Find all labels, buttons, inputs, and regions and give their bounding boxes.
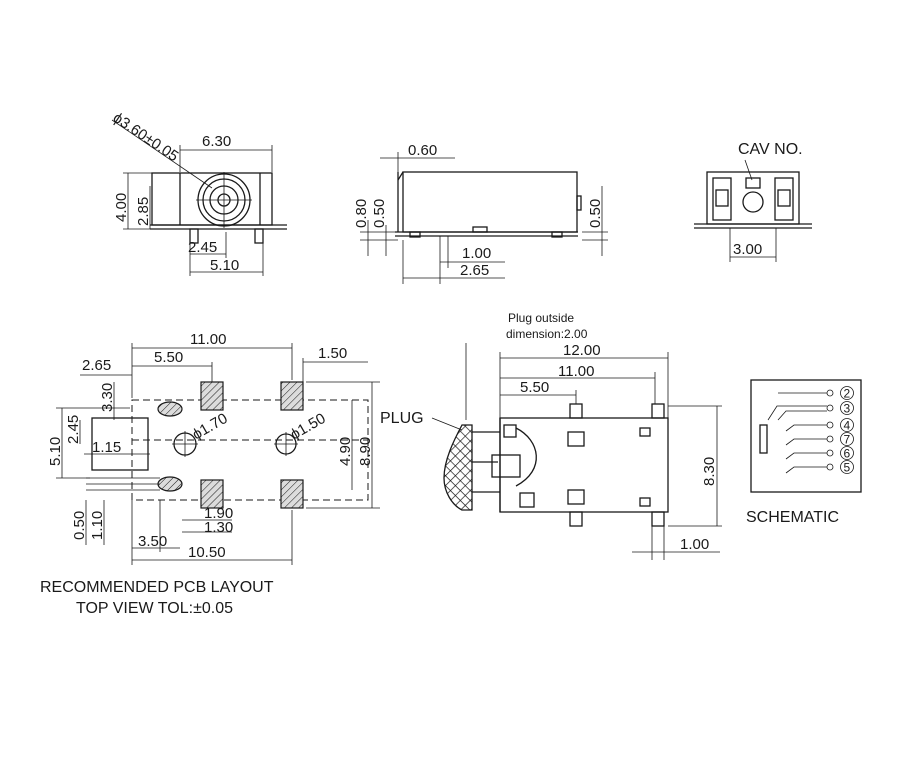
schematic: 2 3 4 7 6 5 SCHEMATIC [746, 379, 862, 526]
dim-1-10: 1.10 [89, 511, 106, 540]
dim-4-00: 4.00 [113, 193, 130, 222]
pcb-pad [280, 479, 304, 509]
dim-1-90: 1.90 [204, 505, 233, 522]
dim-11-00: 11.00 [558, 363, 594, 380]
plug-label: PLUG [380, 410, 424, 427]
plug-note-line1: Plug outside [508, 311, 574, 325]
pin-5: 5 [844, 461, 851, 475]
schematic-pins: 2 3 4 7 6 5 [826, 386, 854, 475]
dim-2-45: 2.45 [188, 239, 217, 256]
dim-0-80: 0.80 [353, 199, 370, 228]
jack-back-body [706, 171, 800, 225]
schematic-frame [750, 379, 862, 493]
dim-4-90: 4.90 [337, 437, 354, 466]
plug-note-line2: dimension:2.00 [506, 327, 588, 341]
dim-3-00: 3.00 [733, 241, 762, 258]
dim-1-00: 1.00 [462, 245, 491, 262]
top-right-view: CAV NO. 3.00 [694, 141, 812, 262]
dim-3-50: 3.50 [138, 533, 167, 550]
top-middle-view: 0.60 0.80 0.50 0.50 1.00 2.65 [353, 142, 608, 284]
jack-side-body [402, 171, 578, 233]
plug-body [443, 424, 473, 511]
dim-8-90: 8.90 [357, 437, 374, 466]
dim-1-50: 1.50 [318, 345, 347, 362]
pcb-pad [200, 381, 224, 411]
dim-1-15: 1.15 [92, 439, 121, 456]
dim-1-00: 1.00 [680, 536, 709, 553]
dim-0-50-right: 0.50 [587, 199, 604, 228]
dim-2-65: 2.65 [460, 262, 489, 279]
pin-6: 6 [844, 447, 851, 461]
dim-12-00: 12.00 [563, 342, 601, 359]
pin-4: 4 [844, 419, 851, 433]
contact-window [567, 431, 585, 447]
hole-note-1-70: ϕ1.70 [190, 410, 231, 444]
diameter-note: ϕ3.60±0.05 [110, 109, 182, 165]
dim-1-30: 1.30 [204, 519, 233, 536]
dim-5-50: 5.50 [154, 349, 183, 366]
pcb-caption-line1: RECOMMENDED PCB LAYOUT [40, 579, 274, 596]
pin-2: 2 [844, 387, 851, 401]
pcb-slot [157, 401, 183, 417]
hole-note-1-50: ϕ1.50 [288, 410, 329, 444]
schematic-title: SCHEMATIC [746, 509, 839, 526]
top-left-view: 6.30 ϕ3.60±0.05 4.00 2.85 2.45 5.10 [110, 109, 287, 276]
dim-0-50-left: 0.50 [371, 199, 388, 228]
pcb-slot [157, 476, 183, 492]
dim-5-10: 5.10 [210, 257, 239, 274]
dim-8-30: 8.30 [701, 457, 718, 486]
pin-3: 3 [844, 402, 851, 416]
cav-no-label: CAV NO. [738, 141, 803, 158]
dim-11-00: 11.00 [190, 331, 226, 348]
dim-0-60: 0.60 [408, 142, 437, 159]
contact-window [519, 492, 535, 508]
dim-2-65: 2.65 [82, 357, 111, 374]
pcb-layout: ϕ1.70 ϕ1.50 11.00 2.65 5.50 1.50 5.10 2.… [40, 331, 380, 617]
cav-marker [745, 177, 761, 189]
dim-2-85: 2.85 [135, 197, 152, 226]
pcb-outline [131, 399, 369, 501]
dim-0-50: 0.50 [71, 511, 88, 540]
pcb-caption-line2: TOP VIEW TOL:±0.05 [76, 600, 233, 617]
dim-3-30: 3.30 [99, 383, 116, 412]
dim-6-30: 6.30 [202, 133, 231, 150]
dim-5-10: 5.10 [47, 437, 64, 466]
pin-7: 7 [844, 433, 851, 447]
side-view: PLUG Plug outside dimension:2.00 12.00 1… [380, 311, 722, 560]
dim-10-50: 10.50 [188, 544, 226, 561]
contact-window [567, 489, 585, 505]
dim-2-45: 2.45 [65, 415, 82, 444]
pcb-pad [280, 381, 304, 411]
dim-5-50: 5.50 [520, 379, 549, 396]
pcb-pad [200, 479, 224, 509]
